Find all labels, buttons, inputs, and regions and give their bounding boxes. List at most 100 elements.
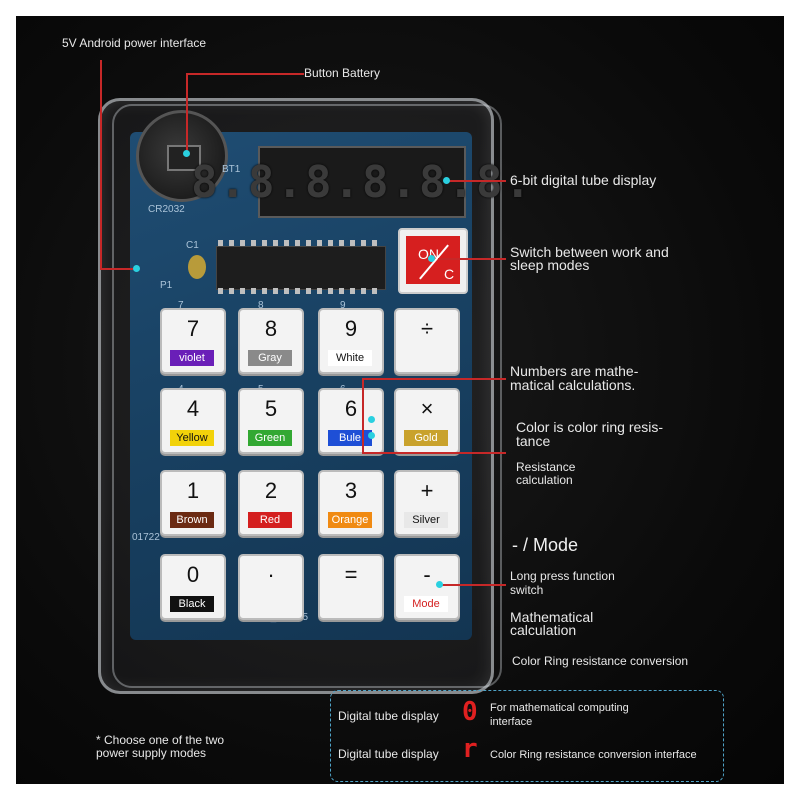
key-symbol: 7 [186,316,200,341]
key-color-tag: Brown [170,512,214,528]
silk-p1: P1 [160,280,173,291]
numbers-line-horizontal [362,378,506,380]
key-symbol: · [267,562,275,587]
key-symbol: ÷ [420,316,434,341]
key-symbol: 6 [344,396,358,421]
c-label: C [444,266,455,282]
power-dot [133,265,140,272]
display-line [446,180,506,182]
silk-n8: 8 [258,300,264,311]
chip-pins-top [218,240,382,246]
key-symbol: 2 [264,478,278,503]
color-dot [368,432,375,439]
legend-row1-glyph: 0 [462,697,478,727]
button-battery [136,110,228,202]
numbers-dot [368,416,375,423]
key-color-tag: Bule [328,430,372,446]
power-line-vertical [100,60,102,270]
battery-line-vertical [186,73,188,153]
legend-row2-label: Digital tube display [338,747,439,761]
key-color-tag: Yellow [170,430,214,446]
label-long-press-2: switch [510,583,544,597]
key-symbol: 0 [186,562,200,587]
numbers-line-vertical [362,378,364,452]
label-resistance-2: calculation [516,473,573,487]
label-choose-2: power supply modes [96,746,207,760]
key-8[interactable]: × Gold [394,388,460,454]
capacitor [188,255,206,279]
mode-dot [436,581,443,588]
key-color-tag: Silver [404,512,448,528]
silk-bt1: BT1 [222,164,241,175]
key-color-tag: Green [248,430,292,446]
label-numbers-1: Numbers are mathe- [510,363,639,379]
battery-line-horizontal [186,73,304,75]
microcontroller-chip [216,246,386,290]
label-math-1: Mathematical [510,609,594,625]
key-15[interactable]: = [318,554,384,620]
label-mode: - / Mode [512,535,579,555]
label-ring-conversion: Color Ring resistance conversion [512,654,689,668]
key-symbol: 5 [264,396,278,421]
key-color-tag: Black [170,596,214,612]
key-color-tag: White [328,350,372,366]
key-color-tag: Gray [248,350,292,366]
label-color-2: tance [516,433,551,449]
key-color-tag: Orange [328,512,372,528]
display-dot [443,177,450,184]
key-14[interactable]: · [238,554,304,620]
battery-dot [183,150,190,157]
legend-row1-label: Digital tube display [338,709,439,723]
key-4[interactable]: ÷ [394,308,460,374]
switch-dot [428,255,435,262]
key-symbol: 9 [344,316,358,341]
display-legend-box [330,690,724,782]
legend-row2-glyph: r [462,734,478,764]
legend-row1-desc-1: For mathematical computing [490,702,629,714]
acrylic-case-back [112,104,502,688]
battery-holder-clip [167,145,201,171]
silk-cr: CR2032 [148,204,185,215]
label-power-interface: 5V Android power interface [62,36,207,50]
mode-line [440,584,506,586]
label-switch-2: sleep modes [510,257,590,273]
legend-row1-desc-2: interface [490,716,533,728]
label-math-2: calculation [510,622,577,638]
label-button-battery: Button Battery [304,66,381,80]
silk-n9: 9 [340,300,346,311]
silk-code: 01722 [132,532,160,543]
key-symbol: 4 [186,396,200,421]
legend-row2-desc: Color Ring resistance conversion interfa… [490,749,697,761]
label-switch-1: Switch between work and [510,244,669,260]
key-12[interactable]: +Silver [394,470,460,536]
key-symbol: × [420,396,434,421]
key-symbol: 1 [186,478,200,503]
label-tube-display: 6-bit digital tube display [510,172,657,188]
key-color-tag: Gold [404,430,448,446]
key-color-tag: Mode [404,596,448,612]
chip-pins-bottom [218,288,382,294]
silk-n7: 7 [178,300,184,311]
key-color-tag: Red [248,512,292,528]
key-symbol: 3 [344,478,358,503]
label-long-press-1: Long press function [510,569,615,583]
power-line-horizontal [100,268,136,270]
silk-c1: C1 [186,240,199,251]
label-choose-1: * Choose one of the two [96,733,225,747]
key-16[interactable]: -Mode [394,554,460,620]
label-numbers-2: matical calculations. [510,377,636,393]
resistance-line [362,452,506,454]
label-color-1: Color is color ring resis- [516,419,664,435]
key-symbol: = [344,562,358,587]
key-symbol: 8 [264,316,278,341]
